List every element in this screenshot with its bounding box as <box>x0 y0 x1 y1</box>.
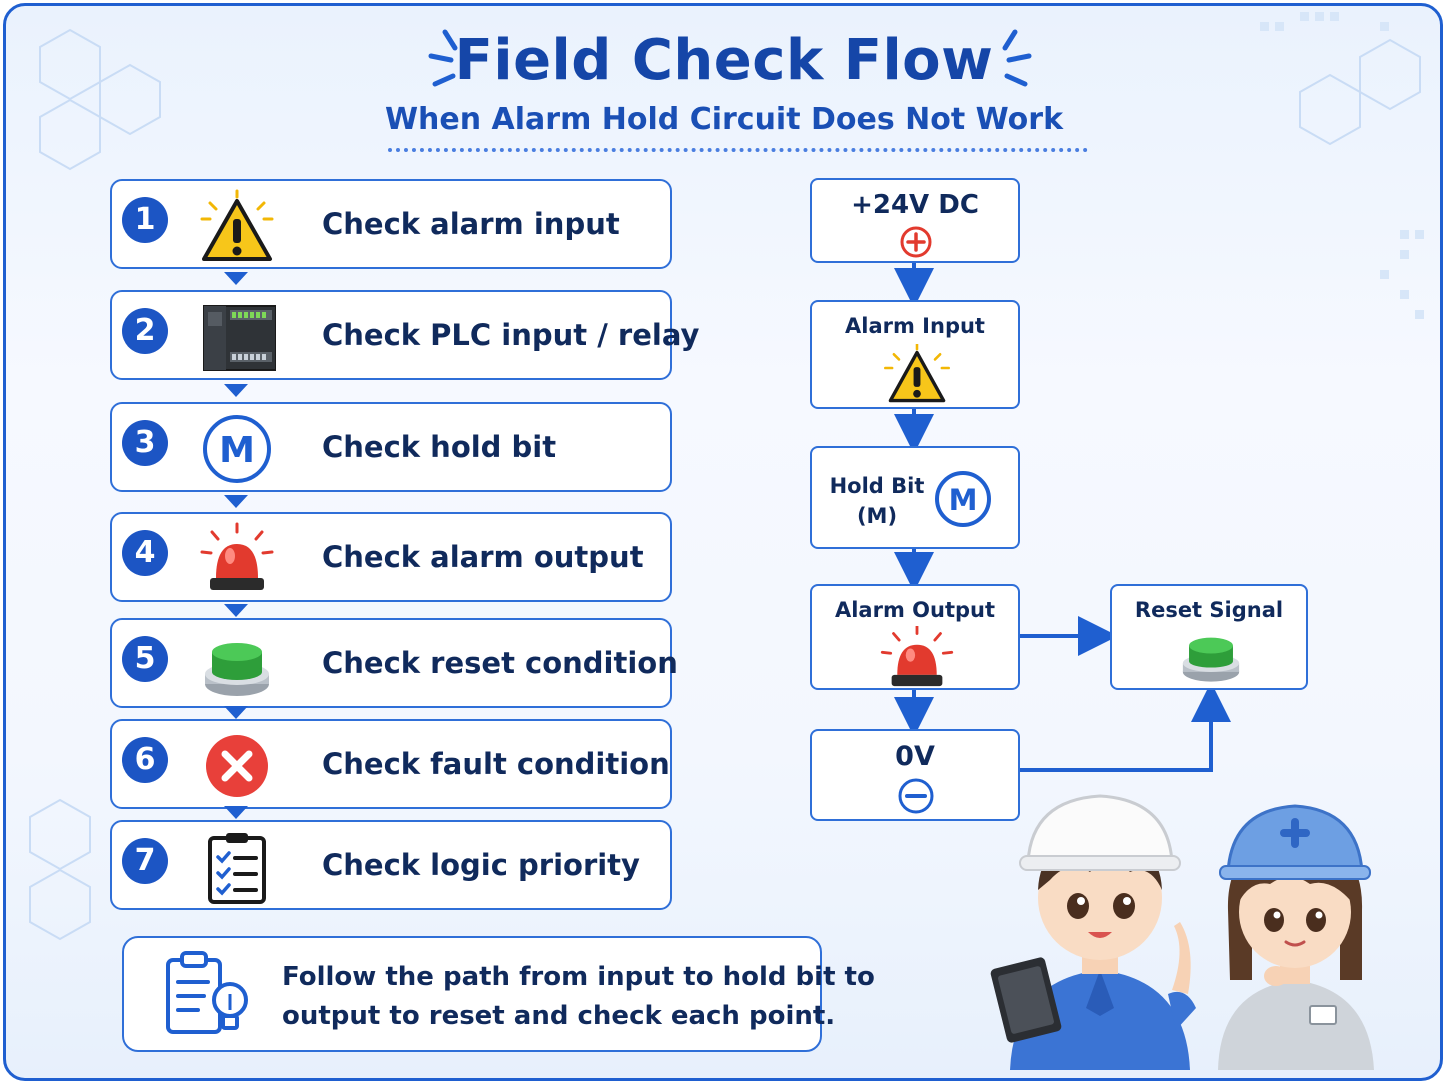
reset-signal-box: Reset Signal <box>1110 584 1308 690</box>
step-number: 2 <box>122 308 168 354</box>
step-label: Check PLC input / relay <box>322 318 700 352</box>
m-bit-icon: M <box>935 471 991 527</box>
green-button-icon <box>1182 637 1240 682</box>
step-label: Check logic priority <box>322 848 640 882</box>
power-24v-box: +24V DC <box>810 178 1020 263</box>
step-number: 7 <box>122 838 168 884</box>
step-2: 2 Check PLC input / relay <box>110 290 699 380</box>
hold-bit-box: Hold Bit (M) M <box>810 446 1020 549</box>
girl-engineer-figure <box>1218 804 1374 1070</box>
step-6: 6 Check fault condition <box>110 719 672 809</box>
plus-icon <box>900 226 932 258</box>
step-label: Check alarm output <box>322 540 644 574</box>
step-arrow <box>224 384 248 397</box>
green-button-icon <box>205 643 269 696</box>
warning-icon <box>883 344 950 403</box>
alarm-output-box: Alarm Output <box>810 584 1020 690</box>
error-x-icon <box>206 735 268 797</box>
engineer-characters-illustration <box>990 794 1374 1070</box>
step-label: Check reset condition <box>322 646 678 680</box>
checklist-icon <box>208 833 266 904</box>
clipboard-bulb-icon <box>166 951 248 1034</box>
step-number: 6 <box>122 737 168 783</box>
step-7: 7 Check logic priority <box>110 820 672 910</box>
note-line-2: output to reset and check each point. <box>282 1001 836 1031</box>
m-symbol-text: M <box>949 483 978 517</box>
step-arrow <box>224 706 248 719</box>
step-arrow <box>224 604 248 617</box>
note-line-1: Follow the path from input to hold bit t… <box>282 962 875 992</box>
reset-signal-label: Reset Signal <box>1134 598 1284 622</box>
step-number: 1 <box>122 197 168 243</box>
step-5: 5 Check reset condition <box>110 618 678 708</box>
sparkle-right-icon <box>1002 29 1032 87</box>
step-number: 5 <box>122 636 168 682</box>
step-3: 3 M Check hold bit <box>110 402 672 492</box>
step-arrow <box>224 806 248 819</box>
step-4: 4 Check alarm output <box>110 512 672 602</box>
alarm-output-label: Alarm Output <box>834 598 996 622</box>
dotted-divider <box>388 148 1088 152</box>
step-arrow <box>224 495 248 508</box>
alarm-input-label: Alarm Input <box>845 314 985 338</box>
step-number: 4 <box>122 530 168 576</box>
power-label: +24V DC <box>851 190 979 220</box>
step-label: Check alarm input <box>322 207 620 241</box>
alarm-light-icon <box>880 626 954 687</box>
sparkle-left-icon <box>428 29 458 87</box>
alarm-light-icon <box>200 522 274 590</box>
hold-bit-sublabel: (M) <box>856 504 898 528</box>
step-1: 1 Check alarm input <box>110 179 672 269</box>
page-title: Field Check Flow <box>454 28 994 93</box>
step-label: Check hold bit <box>322 430 557 464</box>
page-subtitle: When Alarm Hold Circuit Does Not Work <box>384 102 1064 137</box>
zero-volt-label: 0V <box>895 741 935 772</box>
warning-icon <box>200 189 274 261</box>
m-bit-icon: M <box>203 415 271 483</box>
alarm-input-box: Alarm Input <box>810 300 1020 409</box>
step-number: 3 <box>122 420 168 466</box>
tip-note: Follow the path from input to hold bit t… <box>122 936 875 1052</box>
hold-bit-label: Hold Bit <box>829 474 925 498</box>
boy-engineer-figure <box>990 794 1196 1070</box>
step-arrow <box>224 272 248 285</box>
zero-volt-box: 0V <box>810 729 1020 821</box>
step-label: Check fault condition <box>322 747 670 781</box>
plc-module-icon <box>203 305 276 371</box>
minus-icon <box>898 778 934 814</box>
m-symbol-text: M <box>219 430 255 471</box>
